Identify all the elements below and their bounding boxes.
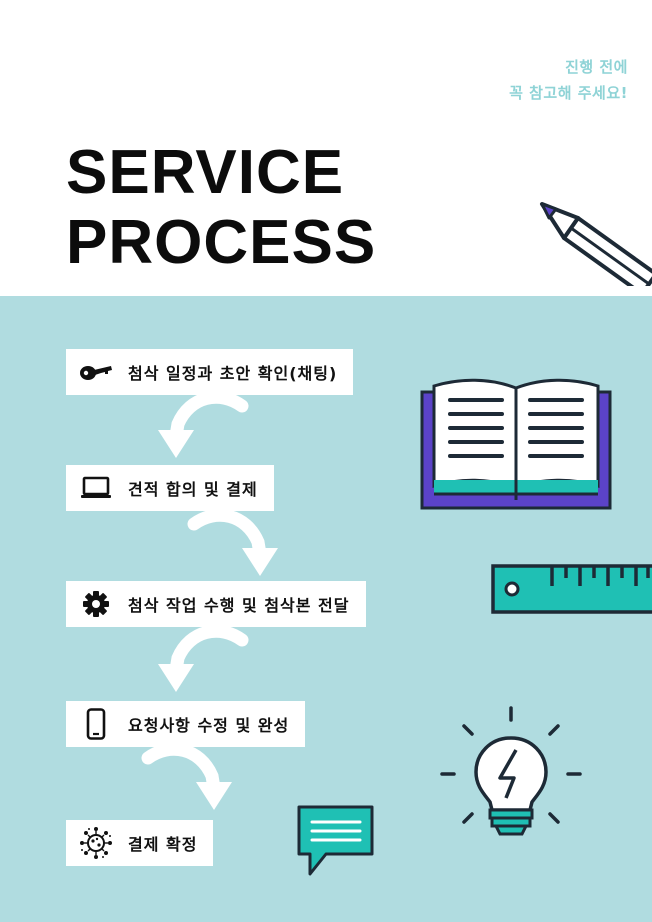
step-3: 첨삭 작업 수행 및 첨삭본 전달: [66, 581, 366, 627]
notice-text: 진행 전에 꼭 참고해 주세요!: [509, 54, 628, 106]
step-label: 요청사항 수정 및 완성: [128, 716, 290, 735]
pencil-icon: [540, 202, 652, 286]
step-label: 첨삭 일정과 초안 확인(채팅): [128, 364, 338, 383]
arrow-down-icon: [141, 744, 232, 810]
notice-line-1: 진행 전에: [565, 58, 628, 76]
step-label: 결제 확정: [128, 835, 198, 854]
header-section: [0, 0, 652, 296]
step-label: 첨삭 작업 수행 및 첨삭본 전달: [128, 596, 350, 615]
page-title: SERVICE PROCESS: [66, 138, 376, 278]
title-line-1: SERVICE: [66, 138, 345, 207]
lightbulb-icon: [440, 706, 582, 836]
smartphone-icon: [74, 701, 118, 747]
step-2: 견적 합의 및 결제: [66, 465, 274, 511]
arrow-down-icon: [158, 626, 249, 692]
step-1: 첨삭 일정과 초안 확인(채팅): [66, 349, 354, 395]
arrow-down-icon: [187, 510, 278, 576]
open-book-icon: [420, 378, 612, 510]
chat-bubble-icon: [297, 805, 374, 876]
step-5: 결제 확정: [66, 820, 214, 866]
title-line-2: PROCESS: [66, 208, 377, 277]
notice-line-2: 꼭 참고해 주세요!: [509, 84, 628, 102]
ruler-icon: [491, 564, 652, 614]
gear-icon: [74, 581, 118, 627]
key-icon: [74, 349, 118, 395]
step-label: 견적 합의 및 결제: [128, 480, 258, 499]
laptop-icon: [74, 465, 118, 511]
step-4: 요청사항 수정 및 완성: [66, 701, 306, 747]
virus-icon: [74, 820, 118, 866]
arrow-down-icon: [158, 392, 249, 458]
